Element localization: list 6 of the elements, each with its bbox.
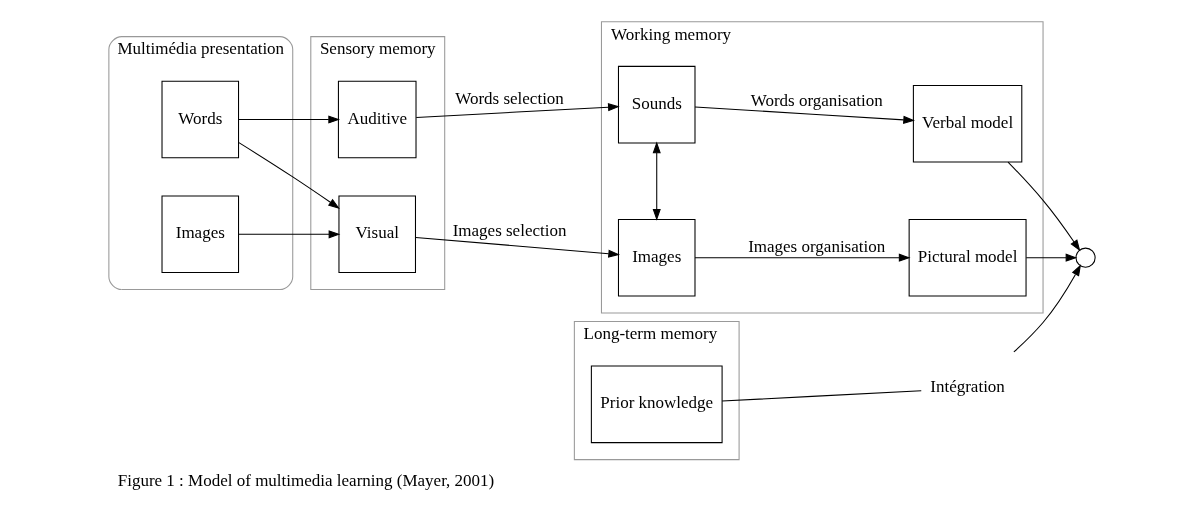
edge-label: Images organisation [748, 236, 886, 256]
caption: Figure 1 : Model of multimedia learning (Mayer, 2001) [117, 470, 495, 490]
node-text: Intégration [930, 376, 1005, 396]
edge-label: Words selection [455, 88, 564, 108]
edge-label: Words organisation [750, 90, 883, 109]
edge-label: Images selection [452, 220, 567, 240]
